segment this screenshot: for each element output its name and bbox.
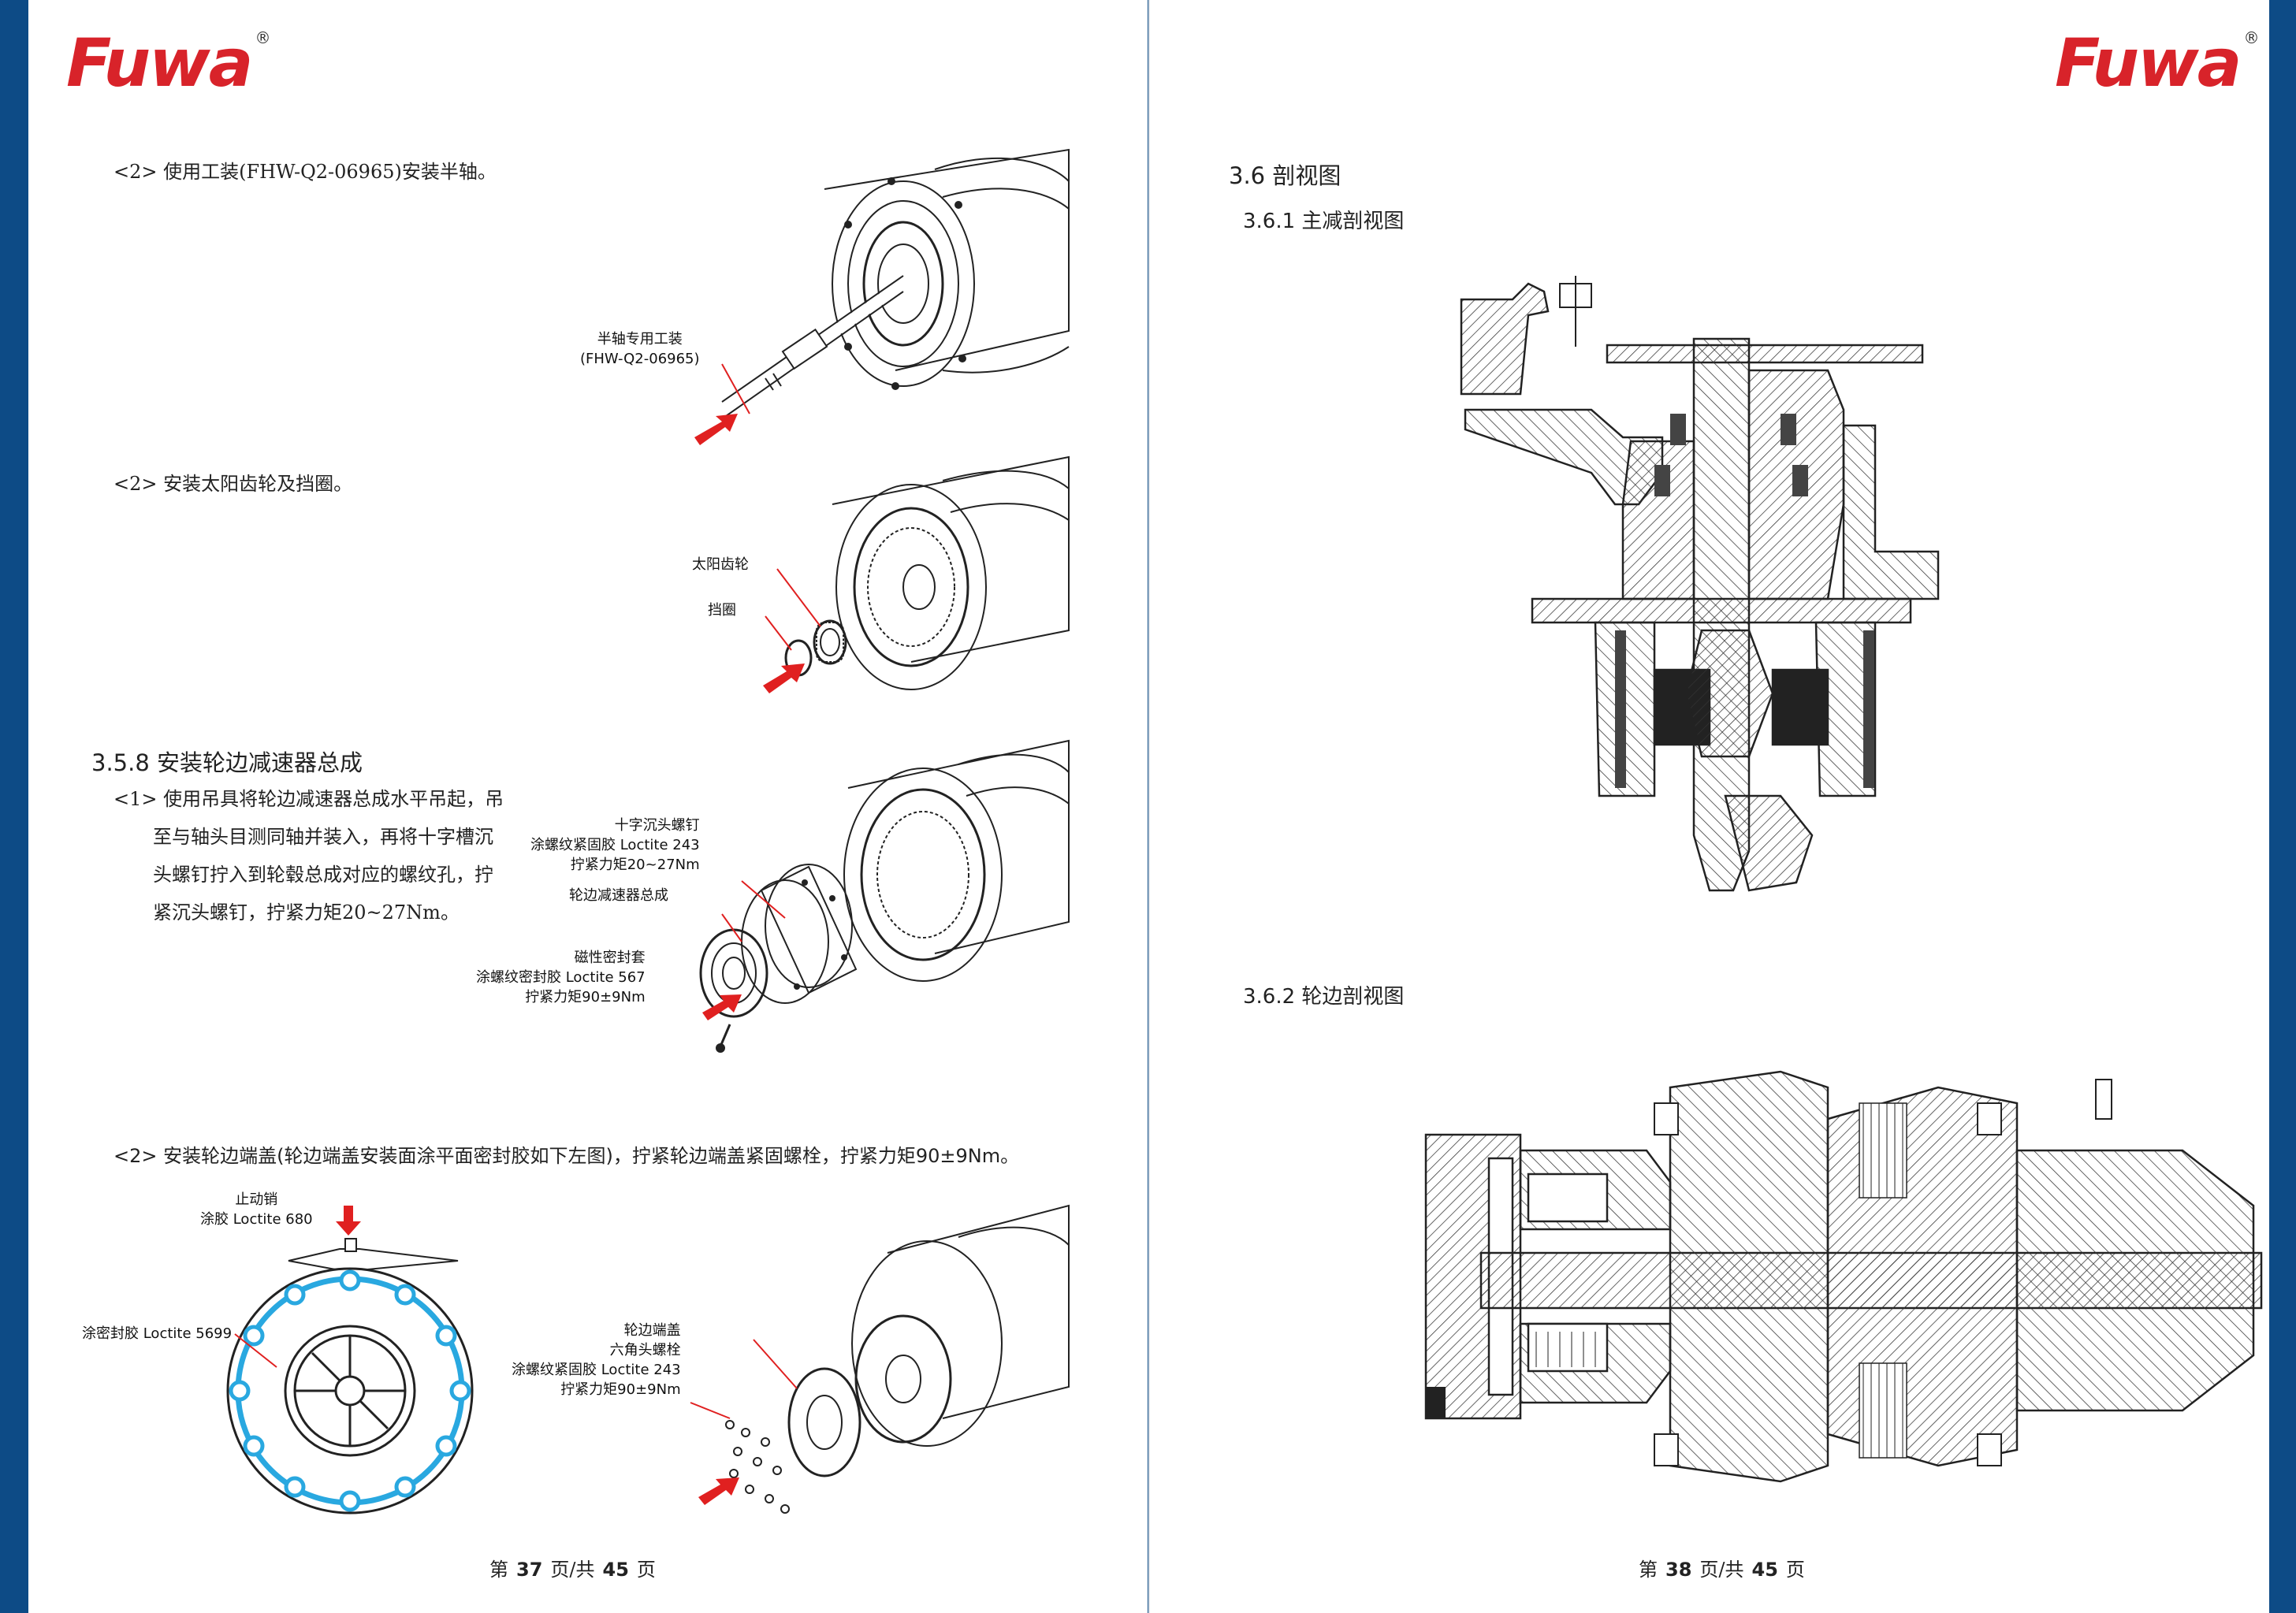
down-arrow [336, 1206, 361, 1236]
fuwa-logo: Fuwa® [2055, 24, 2259, 102]
section-3-6-2-heading: 3.6.2 轮边剖视图 [1243, 985, 1405, 1009]
callout-hub-reducer-assembly: 轮边减速器总成 [569, 887, 668, 904]
callout-sealant-5699: 涂密封胶 Loctite 5699 [82, 1325, 233, 1342]
manual-page-38: Fuwa® 3.6 剖视图 3.6.1 主减剖视图 [1148, 0, 2269, 1613]
half-shaft-tool-figure [694, 148, 1070, 445]
section-3-5-8-paragraph: <1> 使用吊具将轮边减速器总成水平吊起，吊 至与轴头目测同轴并装入，再将十字槽… [113, 788, 504, 924]
hub-reducer-section-view [1424, 1070, 2263, 1483]
manual-page-37: Fuwa® <2> 使用工装(FHW-Q2-06965)安装半轴。 半轴专用工装… [28, 0, 1148, 1613]
direction-arrow [694, 414, 738, 445]
hub-cover-assembly-figure [690, 1204, 1070, 1514]
callout-half-shaft-tool: 半轴专用工装(FHW-Q2-06965) [580, 331, 700, 367]
callout-retaining-ring: 挡圈 [708, 602, 736, 619]
direction-arrow [698, 1477, 739, 1505]
main-reducer-section-view [1460, 276, 1940, 892]
callout-sun-gear: 太阳齿轮 [692, 556, 749, 573]
fuwa-logo: Fuwa® [66, 24, 270, 102]
section-3-6-heading: 3.6 剖视图 [1229, 162, 1342, 189]
hub-cover-sealant-figure [226, 1206, 474, 1515]
direction-arrow [702, 994, 742, 1020]
callout-stop-pin: 止动销涂胶 Loctite 680 [200, 1191, 313, 1228]
step-install-sun-gear: <2> 安装太阳齿轮及挡圈。 [113, 473, 353, 495]
sun-gear-figure [763, 455, 1070, 693]
hub-reducer-assembly-figure [699, 739, 1070, 1053]
section-3-5-8-heading: 3.5.8 安装轮边减速器总成 [91, 749, 363, 776]
step-install-half-shaft: <2> 使用工装(FHW-Q2-06965)安装半轴。 [113, 161, 497, 183]
section-3-6-1-heading: 3.6.1 主减剖视图 [1243, 210, 1405, 233]
direction-arrow [763, 663, 805, 693]
step-install-hub-cover: <2> 安装轮边端盖(轮边端盖安装面涂平面密封胶如下左图)，拧紧轮边端盖紧固螺栓… [113, 1145, 1020, 1167]
